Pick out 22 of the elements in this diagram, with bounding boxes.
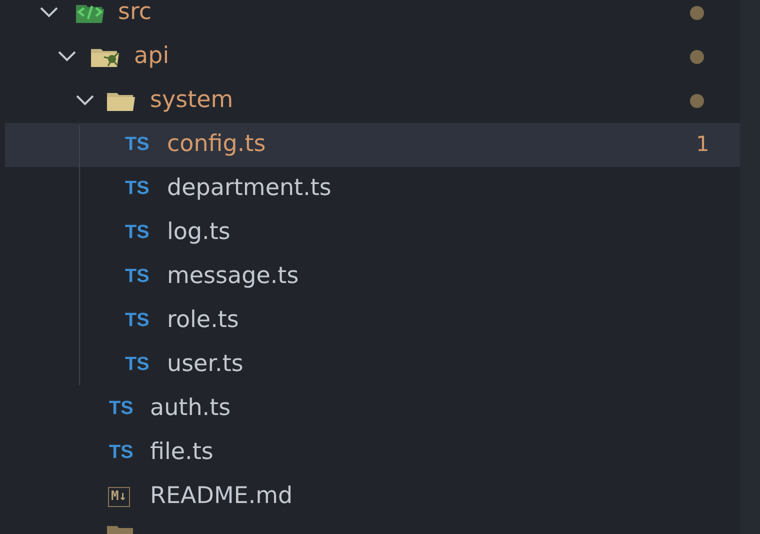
file-name: config.ts [167, 130, 266, 159]
folder-name: system [150, 86, 234, 115]
file-name: user.ts [167, 350, 244, 379]
file-name: department.ts [167, 174, 332, 203]
file-name: README.md [150, 482, 293, 511]
file-name: log.ts [167, 218, 230, 247]
file-type-icon: TS [125, 177, 150, 201]
file-type-icon: TS [125, 265, 150, 289]
file-type-icon: TS [125, 133, 150, 157]
markdown-file-icon: M↓ [108, 487, 130, 507]
folder-name: api [134, 42, 170, 71]
file-type-icon: TS [125, 353, 150, 377]
file-name: auth.ts [150, 394, 231, 423]
file-type-icon: TS [109, 441, 134, 465]
file-type-icon: TS [125, 309, 150, 333]
file-name: role.ts [167, 306, 239, 335]
file-type-icon: TS [125, 221, 150, 245]
file-type-icon: TS [109, 397, 134, 421]
file-name: file.ts [150, 438, 214, 467]
file-name: message.ts [167, 262, 299, 291]
folder-name: src [118, 0, 152, 27]
problem-count: 1 [696, 131, 710, 158]
